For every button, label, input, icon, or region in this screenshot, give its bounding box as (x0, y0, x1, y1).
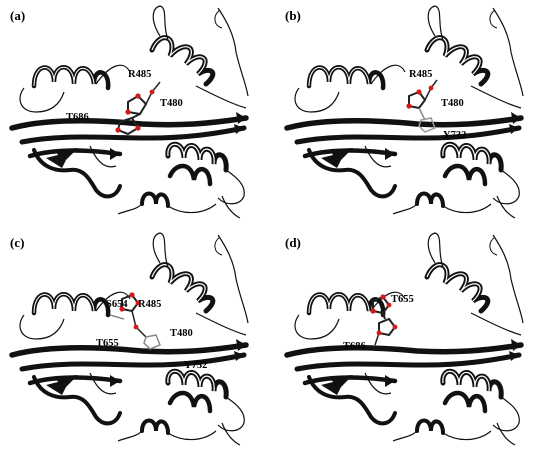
residue-label-y732: Y732 (443, 130, 467, 141)
residue-label-t480: T480 (441, 98, 464, 109)
residue-label-t686: T686 (343, 341, 366, 352)
ligand-c (109, 292, 161, 350)
residue-label-t655: T655 (96, 338, 119, 349)
residue-label-r485: R485 (138, 299, 162, 310)
residue-label-t480: T480 (170, 328, 193, 339)
panel-label: (b) (285, 8, 301, 23)
ligand-a (115, 81, 161, 136)
protein-ribbon-c (0, 227, 275, 453)
protein-ribbon-a (0, 0, 275, 226)
panel-label: (d) (285, 235, 301, 250)
protein-ribbon-b (275, 0, 550, 226)
panel-b: (b) R485 T480 Y732 (275, 0, 550, 226)
ligand-d (370, 294, 398, 346)
panel-c: (c) S654 R485 T655 T480 Y732 (0, 227, 275, 453)
panel-d: (d) T655 T686 (275, 227, 550, 453)
residue-label-r485: R485 (128, 69, 152, 80)
protein-ribbon-d (275, 227, 550, 453)
residue-label-s654: S654 (106, 299, 128, 310)
residue-label-t480: T480 (160, 98, 183, 109)
residue-label-y732: Y732 (184, 360, 208, 371)
ligand-b (406, 79, 438, 133)
panel-label: (c) (10, 235, 25, 250)
residue-label-t686: T686 (66, 112, 89, 123)
residue-label-r485: R485 (409, 69, 433, 80)
residue-label-t655: T655 (391, 294, 414, 305)
panel-a: (a) R485 T480 T686 (0, 0, 275, 226)
panel-label: (a) (10, 8, 26, 23)
